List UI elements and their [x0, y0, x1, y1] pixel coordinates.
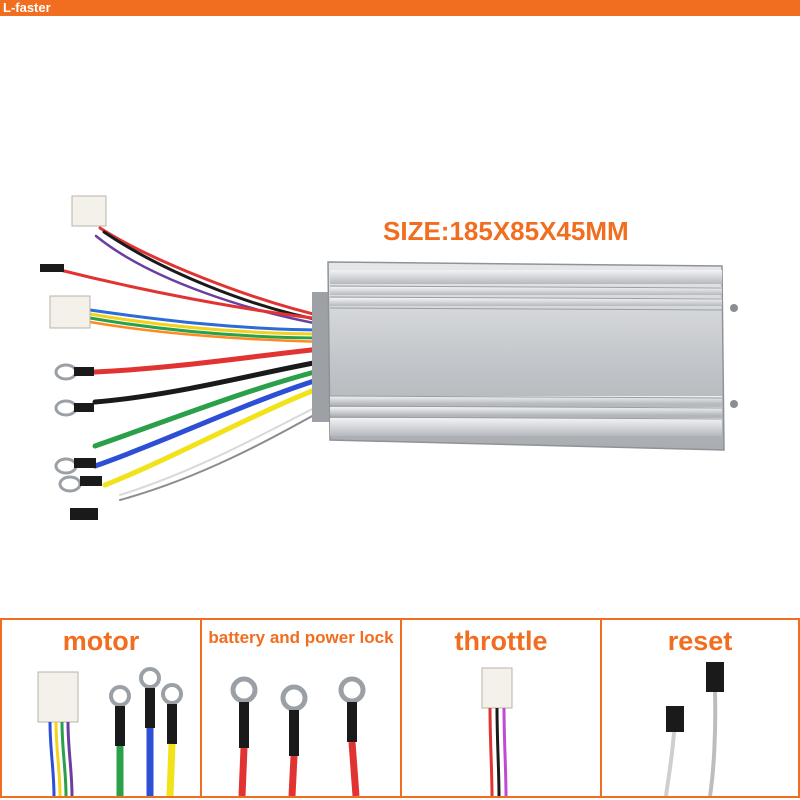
controller-illustration: [40, 195, 738, 520]
ring-terminal-icon: [230, 676, 366, 796]
panel-throttle: throttle: [400, 618, 602, 798]
wire-connectors: [40, 195, 107, 520]
wire-bundle: [58, 226, 333, 501]
panel-label-throttle: throttle: [454, 626, 548, 656]
throttle-connector-icon: [481, 667, 513, 796]
panel-motor: motor: [0, 618, 202, 798]
brand-name: L-faster: [3, 0, 51, 15]
brand-bar: L-faster: [0, 0, 800, 16]
panel-label-reset: reset: [667, 626, 733, 656]
panel-battery: battery and power lock: [200, 618, 402, 798]
panel-reset: reset: [600, 618, 800, 798]
panel-label-battery: battery and power lock: [208, 628, 394, 647]
size-label: SIZE:185X85X45MM: [383, 216, 629, 246]
reset-plug-icon: [664, 662, 724, 796]
controller-case: [327, 261, 738, 451]
motor-connector-icon: [37, 667, 183, 796]
connector-panels: motor battery and power lock: [0, 618, 800, 800]
panel-label-motor: motor: [62, 626, 140, 656]
